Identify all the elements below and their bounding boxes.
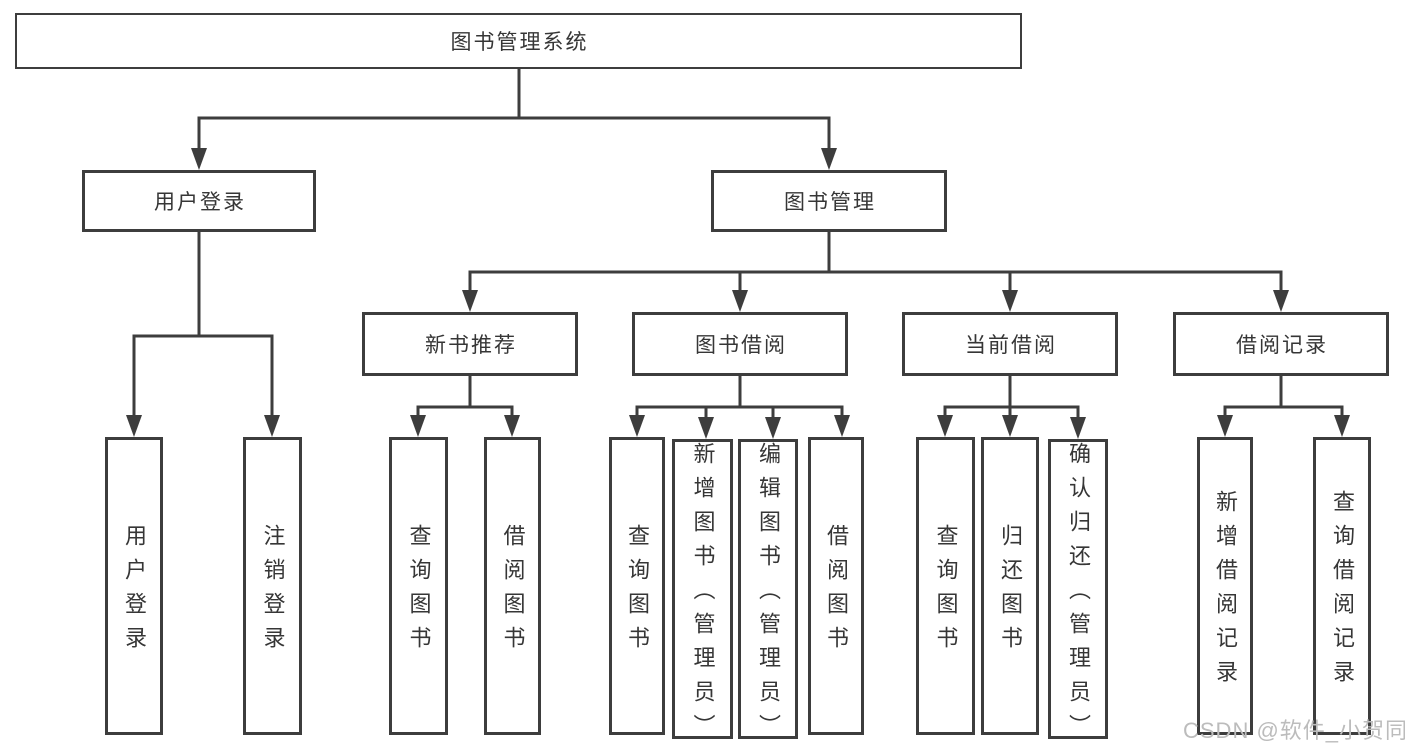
- node-bb-add: 新增图书（管理员）: [672, 439, 733, 747]
- node-br-add: 新增借阅记录: [1197, 437, 1253, 735]
- node-new-book-rec: 新书推荐: [362, 312, 578, 376]
- node-book-mgmt-label: 图书管理: [784, 191, 876, 214]
- node-bb-borrow-label: 借阅图书: [824, 524, 849, 660]
- node-br-add-label: 新增借阅记录: [1213, 490, 1238, 694]
- connector-current-borrow-children: [937, 376, 1086, 439]
- node-nbr-query: 查询图书: [389, 437, 448, 735]
- node-ul-login-label: 用户登录: [122, 524, 147, 660]
- node-book-mgmt: 图书管理: [711, 170, 947, 232]
- connector-user-login-children: [126, 232, 280, 437]
- node-bb-edit-label: 编辑图书（管理员）: [756, 442, 781, 747]
- node-borrow-records: 借阅记录: [1173, 312, 1389, 376]
- node-nbr-borrow-label: 借阅图书: [500, 524, 526, 660]
- node-current-borrow-label: 当前借阅: [965, 334, 1057, 357]
- csdn-watermark: CSDN @软件_小贺同学: [1183, 718, 1405, 743]
- node-root-label: 图书管理系统: [450, 31, 589, 54]
- node-cb-query-label: 查询图书: [933, 524, 959, 660]
- connector-book-borrow-children: [629, 376, 850, 439]
- node-new-book-rec-label: 新书推荐: [425, 334, 517, 357]
- node-cb-query: 查询图书: [916, 437, 975, 735]
- connector-root-to-level2: [191, 69, 837, 170]
- node-ul-logout: 注销登录: [243, 437, 302, 735]
- node-user-login: 用户登录: [82, 170, 316, 232]
- node-cb-return: 归还图书: [981, 437, 1039, 735]
- node-nbr-query-label: 查询图书: [406, 524, 432, 660]
- node-ul-login: 用户登录: [105, 437, 163, 735]
- node-bb-query-label: 查询图书: [625, 524, 650, 660]
- node-bb-query: 查询图书: [609, 437, 665, 735]
- node-cb-confirm: 确认归还（管理员）: [1048, 439, 1108, 747]
- node-bb-borrow: 借阅图书: [808, 437, 864, 735]
- node-br-query: 查询借阅记录: [1313, 437, 1371, 735]
- node-borrow-records-label: 借阅记录: [1236, 334, 1328, 357]
- node-bb-add-label: 新增图书（管理员）: [690, 442, 716, 747]
- node-book-borrow-label: 图书借阅: [695, 334, 787, 357]
- node-nbr-borrow: 借阅图书: [484, 437, 541, 735]
- node-book-borrow: 图书借阅: [632, 312, 848, 376]
- node-bb-edit: 编辑图书（管理员）: [738, 439, 798, 747]
- connector-book-mgmt-children: [462, 232, 1289, 312]
- node-root: 图书管理系统: [15, 13, 1022, 69]
- node-cb-return-label: 归还图书: [998, 524, 1023, 660]
- node-cb-confirm-label: 确认归还（管理员）: [1066, 442, 1091, 747]
- connector-new-book-rec-children: [410, 376, 520, 437]
- node-current-borrow: 当前借阅: [902, 312, 1118, 376]
- node-ul-logout-label: 注销登录: [260, 524, 286, 660]
- connector-borrow-records-children: [1217, 376, 1350, 437]
- node-br-query-label: 查询借阅记录: [1330, 490, 1355, 694]
- node-user-login-label: 用户登录: [154, 191, 246, 214]
